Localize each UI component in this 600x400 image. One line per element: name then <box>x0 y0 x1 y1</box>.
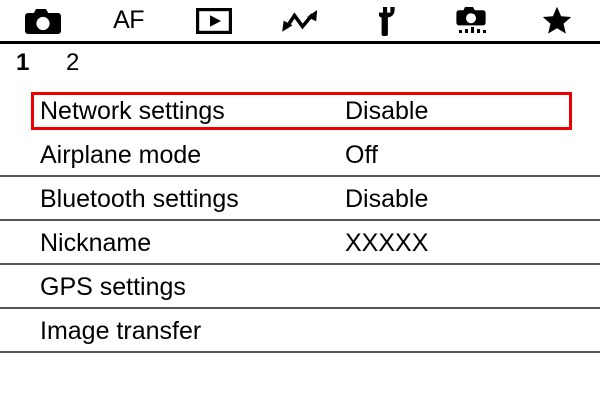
af-icon: AF <box>113 6 145 34</box>
menu-row-value: Disable <box>345 97 429 125</box>
tab-playback[interactable] <box>171 0 257 41</box>
menu-row-label: GPS settings <box>40 273 186 301</box>
menu-row-label: Network settings <box>40 97 225 125</box>
wrench-icon <box>373 6 399 36</box>
menu-row-label: Nickname <box>40 229 152 257</box>
row-separator <box>0 175 600 177</box>
star-icon <box>542 6 572 35</box>
row-separator <box>0 351 600 353</box>
row-separator <box>0 307 600 309</box>
tab-custom-functions[interactable] <box>429 0 515 41</box>
tab-shooting[interactable] <box>0 0 86 41</box>
camera-icon <box>24 7 62 35</box>
menu-row-value: Off <box>345 141 378 169</box>
header-divider <box>0 41 600 44</box>
page-tab-bar: 1 2 <box>0 46 600 84</box>
row-separator <box>0 263 600 265</box>
menu-row-nickname[interactable]: Nickname XXXXX <box>0 221 600 265</box>
tab-autofocus[interactable]: AF <box>86 0 172 41</box>
row-separator <box>0 219 600 221</box>
menu-row-airplane-mode[interactable]: Airplane mode Off <box>0 133 600 177</box>
menu-row-value: XXXXX <box>345 229 429 257</box>
menu-row-bluetooth-settings[interactable]: Bluetooth settings Disable <box>0 177 600 221</box>
custom-functions-icon <box>453 6 489 36</box>
menu-list: Network settings Disable Airplane mode O… <box>0 89 600 353</box>
playback-icon <box>196 7 233 34</box>
menu-row-image-transfer[interactable]: Image transfer <box>0 309 600 353</box>
menu-row-label: Airplane mode <box>40 141 202 169</box>
menu-row-network-settings[interactable]: Network settings Disable <box>0 89 600 133</box>
network-transfer-icon <box>280 7 320 35</box>
menu-row-gps-settings[interactable]: GPS settings <box>0 265 600 309</box>
menu-row-label: Image transfer <box>40 317 202 345</box>
menu-row-value: Disable <box>345 185 429 213</box>
page-tab-2[interactable]: 2 <box>66 49 80 76</box>
menu-row-label: Bluetooth settings <box>40 185 239 213</box>
page-tab-1[interactable]: 1 <box>16 49 30 76</box>
tab-my-menu[interactable] <box>514 0 600 41</box>
tab-wireless[interactable] <box>257 0 343 41</box>
tab-setup[interactable] <box>343 0 429 41</box>
menu-icon-bar: AF <box>0 0 600 41</box>
